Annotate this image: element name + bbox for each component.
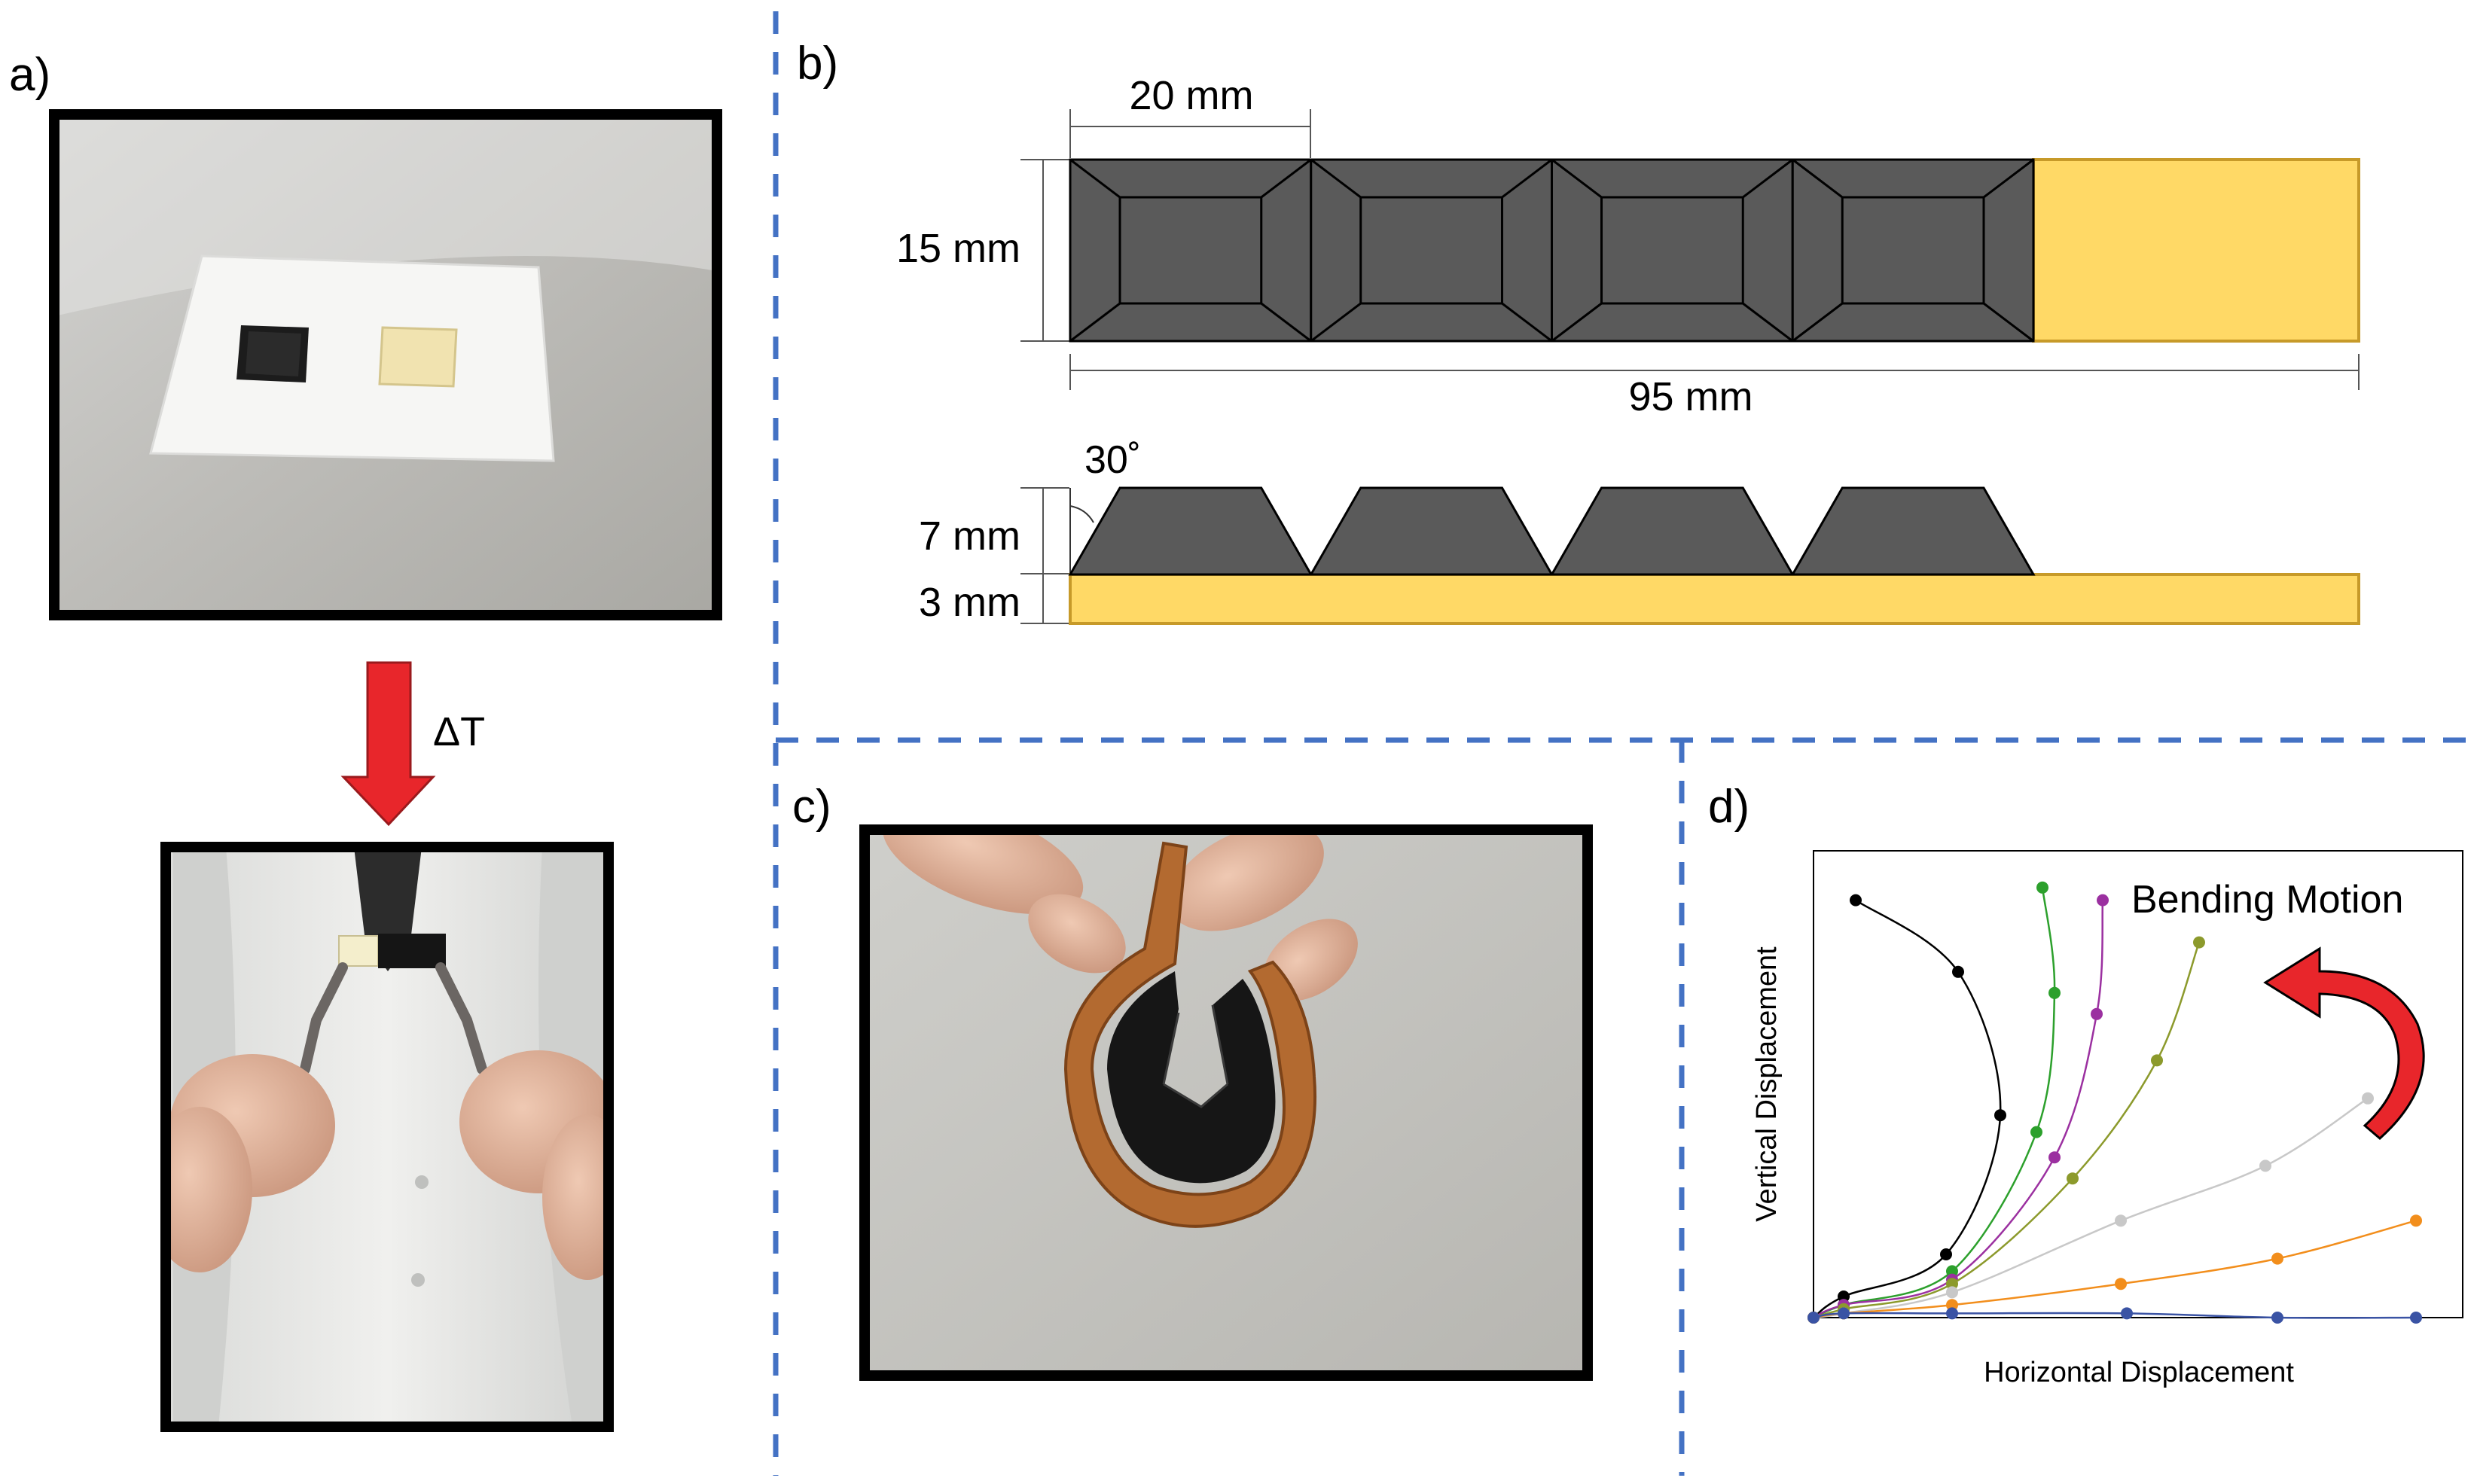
series-7-point-2 xyxy=(1838,1307,1850,1320)
plot-series xyxy=(1807,881,2422,1324)
dim-30deg: 30˚ xyxy=(1084,438,1141,482)
heating-arrow: ΔT xyxy=(340,661,485,827)
series-1-point-6 xyxy=(1850,894,1862,907)
top-view-blocks xyxy=(1069,158,2035,343)
photo-samples-after xyxy=(160,842,614,1432)
dim-7mm: 7 mm xyxy=(919,513,1020,559)
panel-b-label: b) xyxy=(797,38,838,90)
series-3-point-6 xyxy=(2097,894,2109,907)
side-view-block-4 xyxy=(1790,486,2036,576)
activated-sample-black xyxy=(378,934,446,968)
top-view-block-3 xyxy=(1551,158,1794,343)
bending-motion-annotation: Bending Motion xyxy=(2131,878,2403,922)
series-7-point-3 xyxy=(1946,1307,1958,1320)
series-4-point-5 xyxy=(2151,1054,2163,1067)
panel-b: b) 20 mm 15 mm 95 mm 30˚ xyxy=(797,38,2360,625)
series-7-point-6 xyxy=(2410,1312,2422,1324)
series-6-point-3 xyxy=(1946,1299,1958,1312)
panel-a-label: a) xyxy=(9,49,50,101)
series-2-point-3 xyxy=(1946,1265,1958,1278)
x-axis-label: Horizontal Displacement xyxy=(1984,1357,2294,1388)
side-view-block-3 xyxy=(1549,486,1795,576)
series-4-point-6 xyxy=(2193,936,2205,949)
series-1-line xyxy=(1813,899,2002,1319)
series-2-point-4 xyxy=(2030,1126,2042,1138)
panel-a: a) ΔT xyxy=(9,49,722,1432)
delta-t-label: ΔT xyxy=(433,709,485,754)
dimension-height xyxy=(1020,159,1069,342)
series-6-point-4 xyxy=(2115,1278,2127,1291)
series-6-point-5 xyxy=(2271,1252,2283,1265)
series-5-point-6 xyxy=(2362,1092,2374,1105)
top-view-base-tail xyxy=(2032,158,2360,343)
bent-actuator-base xyxy=(1063,841,1316,1228)
bending-motion-arrow xyxy=(2263,946,2425,1140)
panel-c: c) xyxy=(792,781,1593,1381)
dim-15mm: 15 mm xyxy=(896,226,1020,271)
series-2-point-6 xyxy=(2036,881,2048,894)
clear-sample-square xyxy=(378,326,458,388)
series-1-point-2 xyxy=(1838,1291,1850,1303)
series-1-point-5 xyxy=(1952,965,1964,978)
dimension-total-length xyxy=(1069,354,2360,390)
side-view-base xyxy=(1069,573,2360,625)
side-view-block-2 xyxy=(1309,486,1554,576)
series-5-point-5 xyxy=(2259,1159,2271,1172)
series-7-point-1 xyxy=(1807,1312,1820,1324)
series-7-line xyxy=(1813,1312,2417,1319)
series-4-point-4 xyxy=(2067,1172,2079,1185)
top-view-block-1 xyxy=(1069,158,1313,343)
white-substrate-sheet xyxy=(149,254,555,462)
photo-bent-actuator xyxy=(859,824,1593,1381)
activated-sample-clear xyxy=(338,935,379,967)
series-5-point-4 xyxy=(2115,1214,2127,1227)
series-7-point-4 xyxy=(2121,1307,2133,1320)
series-7-point-5 xyxy=(2271,1312,2283,1324)
dimension-block-height xyxy=(1020,487,1069,624)
photo-samples-before xyxy=(49,109,722,620)
dim-20mm: 20 mm xyxy=(1129,73,1253,118)
dim-95mm: 95 mm xyxy=(1628,374,1753,419)
dimension-segment-width xyxy=(1069,109,1311,158)
series-3-line xyxy=(1813,900,2104,1319)
panel-d: d) Horizontal Displacement Vertical Disp… xyxy=(1708,781,2463,1388)
series-5-point-3 xyxy=(1946,1286,1958,1299)
top-view-block-2 xyxy=(1310,158,1553,343)
angle-marker xyxy=(1069,488,1094,574)
side-view-block-1 xyxy=(1068,486,1313,576)
panel-dividers xyxy=(773,11,2470,1476)
series-4-line xyxy=(1813,942,2201,1319)
dim-3mm: 3 mm xyxy=(919,580,1020,625)
y-axis-label: Vertical Displacement xyxy=(1751,946,1783,1222)
series-3-point-4 xyxy=(2048,1151,2061,1164)
series-7 xyxy=(1807,1307,2422,1324)
series-2-point-5 xyxy=(2048,986,2061,999)
series-4-point-3 xyxy=(1946,1278,1958,1291)
panel-c-label: c) xyxy=(792,781,831,833)
plot-frame xyxy=(1813,850,2463,1318)
series-1-point-3 xyxy=(1940,1248,1952,1260)
series-6-point-6 xyxy=(2410,1214,2422,1227)
panel-d-label: d) xyxy=(1708,781,1749,833)
top-view-block-4 xyxy=(1791,158,2035,343)
series-3-point-5 xyxy=(2091,1007,2103,1020)
side-view-blocks xyxy=(1068,486,2036,576)
series-1-point-4 xyxy=(1994,1109,2006,1122)
